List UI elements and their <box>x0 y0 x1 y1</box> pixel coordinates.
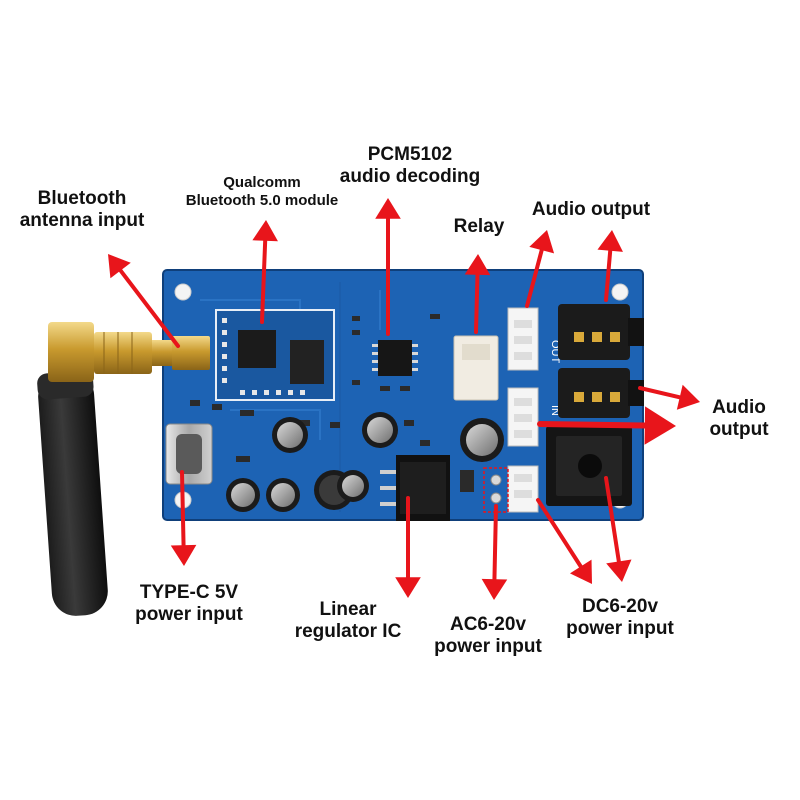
typec-label-line1: TYPE-C 5V <box>139 582 239 603</box>
arrow-icon <box>597 230 623 252</box>
arrow-icon <box>569 559 592 584</box>
dc-power-label: DC6-20v power input <box>554 596 686 641</box>
arrow-icon <box>676 384 700 410</box>
arrow-audio-out-1 <box>525 230 555 308</box>
arrow-dc-2 <box>604 476 632 582</box>
dc-power-label-line2: power input <box>566 618 674 640</box>
arrow-bt-antenna <box>108 254 180 348</box>
qualcomm-label: Qualcomm Bluetooth 5.0 module <box>164 174 360 209</box>
typec-label: TYPE-C 5V power input <box>118 582 260 627</box>
audio-output-top-label-line1: Audio output <box>531 199 651 220</box>
arrow-icon <box>644 406 676 445</box>
arrow-audio-right-1 <box>638 384 700 410</box>
audio-jack-top <box>558 304 644 360</box>
relay <box>453 335 499 401</box>
qualcomm-label-line1: Qualcomm <box>223 174 301 191</box>
linear-regulator-label: Linear regulator IC <box>280 599 416 644</box>
relay-label: Relay <box>444 216 514 238</box>
arrow-icon <box>375 198 401 219</box>
arrow-qualcomm <box>252 220 278 324</box>
linear-regulator <box>380 455 450 521</box>
bluetooth-module <box>215 309 335 401</box>
audio-output-top-label: Audio output <box>520 199 662 221</box>
bluetooth-antenna-label: Bluetooth antenna input <box>4 188 160 233</box>
ac-power-label: AC6-20v power input <box>422 614 554 659</box>
audio-output-right-label-line1: Audio <box>712 397 766 418</box>
bluetooth-antenna-label-line1: Bluetooth <box>37 188 127 209</box>
pcm5102-chip <box>352 314 440 391</box>
bluetooth-antenna-label-line2: antenna input <box>19 210 145 232</box>
dc-power-label-line1: DC6-20v <box>581 596 659 617</box>
usb-c-port <box>165 423 213 485</box>
capacitors <box>226 412 504 512</box>
arrow-group <box>108 198 700 600</box>
relay-label-line1: Relay <box>453 216 505 237</box>
audio-jack-bottom <box>558 368 644 418</box>
connector-in <box>507 387 539 447</box>
audio-output-right-label-line2: output <box>709 419 769 441</box>
arrow-dc-1 <box>536 498 592 584</box>
pcm-label-line1: PCM5102 <box>367 144 453 165</box>
arrow-icon <box>395 577 421 598</box>
arrow-ac <box>481 504 508 600</box>
audio-output-right-label: Audio output <box>698 397 780 442</box>
arrow-pcm <box>375 198 401 336</box>
ac-power-label-line1: AC6-20v <box>449 614 527 635</box>
connector-out <box>507 307 539 371</box>
linear-regulator-label-line2: regulator IC <box>294 621 402 643</box>
arrow-audio-right-2 <box>537 406 676 445</box>
qualcomm-label-line2: Bluetooth 5.0 module <box>185 191 339 209</box>
dc-barrel-jack <box>546 426 632 506</box>
arrow-relay <box>464 254 491 334</box>
ac-power-label-line2: power input <box>434 636 542 658</box>
typec-label-line2: power input <box>135 604 243 626</box>
antenna-icon <box>37 322 210 616</box>
arrow-linear <box>395 496 421 598</box>
arrow-icon <box>481 578 508 600</box>
connector-ac <box>507 465 539 513</box>
arrow-icon <box>464 254 491 276</box>
arrow-icon <box>529 230 555 254</box>
arrow-icon <box>170 544 197 566</box>
arrow-icon <box>606 559 632 582</box>
pcm-label: PCM5102 audio decoding <box>322 144 498 189</box>
silk-in-label: IN <box>549 405 561 416</box>
arrow-audio-out-2 <box>597 230 623 302</box>
smd-components <box>190 400 474 492</box>
arrow-icon <box>252 220 278 242</box>
linear-regulator-label-line1: Linear <box>319 599 377 620</box>
pcm-label-line2: audio decoding <box>339 166 481 188</box>
arrow-icon <box>108 254 131 279</box>
arrow-typec <box>170 470 197 566</box>
